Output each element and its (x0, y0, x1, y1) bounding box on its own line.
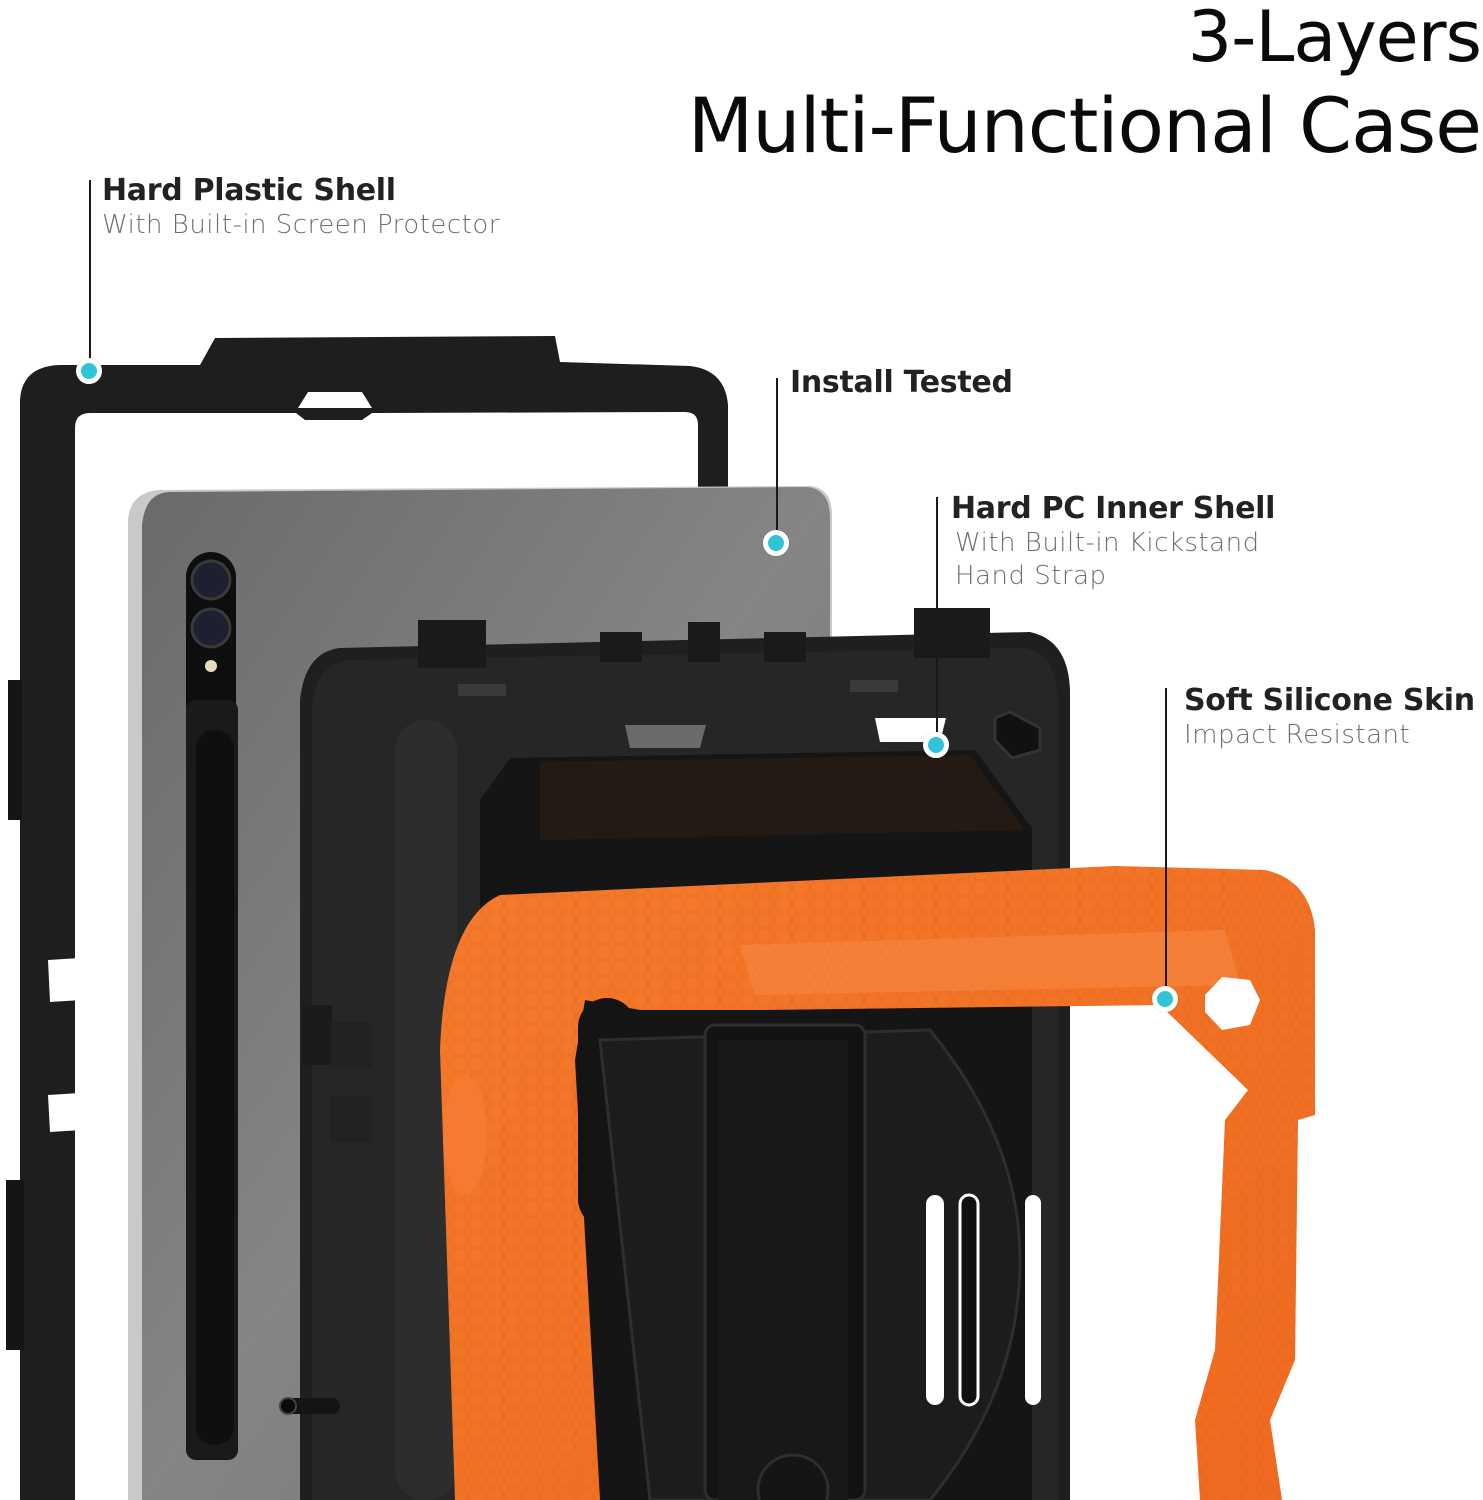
callout-subtext: Impact Resistant (1184, 719, 1411, 750)
callout-subtext: With Built-in Screen Protector (102, 209, 500, 240)
hard-plastic-shell-frame (6, 336, 728, 1500)
marker-dot-hard-pc-inner-shell (923, 732, 949, 758)
leader-line-hard-plastic-shell (89, 180, 91, 370)
marker-dot-install-tested (763, 530, 789, 556)
callout-soft-silicone-skin: Soft Silicone Skin Impact Resistant (1184, 683, 1475, 752)
callout-heading: Install Tested (790, 365, 1013, 400)
marker-dot-soft-silicone-skin (1152, 986, 1178, 1012)
callout-subtext: With Built-in Kickstand (955, 527, 1260, 558)
headline-line-1: 3-Layers (1187, 0, 1482, 78)
callout-heading: Hard Plastic Shell (102, 173, 396, 208)
rotating-kickstand (598, 1023, 1041, 1500)
leader-line-install-tested (776, 378, 778, 543)
callout-heading: Soft Silicone Skin (1184, 683, 1475, 718)
callout-hard-plastic-shell: Hard Plastic Shell With Built-in Screen … (102, 173, 500, 242)
soft-silicone-skin (440, 866, 1315, 1500)
marker-dot-hard-plastic-shell (76, 358, 102, 384)
leader-line-soft-silicone-skin (1165, 688, 1167, 999)
headline-line-2: Multi-Functional Case (687, 81, 1482, 170)
callout-install-tested: Install Tested (790, 365, 1013, 401)
callout-hard-pc-inner-shell: Hard PC Inner Shell With Built-in Kickst… (951, 491, 1276, 593)
callout-subtext: Hand Strap (955, 560, 1107, 591)
callout-heading: Hard PC Inner Shell (951, 491, 1276, 526)
leader-line-hard-pc-inner-shell (936, 497, 938, 745)
